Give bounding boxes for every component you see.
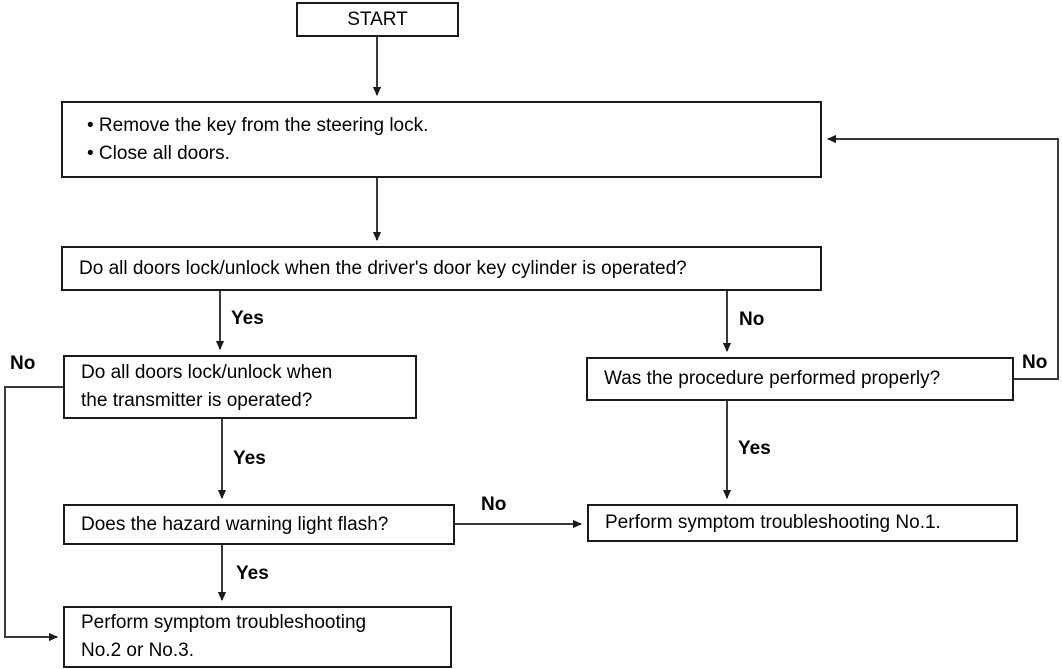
node-result-troubleshooting-no1-label: Perform symptom troubleshooting No.1. — [605, 512, 941, 534]
node-prepare-steps[interactable]: • Remove the key from the steering lock.… — [61, 101, 822, 178]
node-result-troubleshooting-no2-no3-label: Perform symptom troubleshooting No.2 or … — [81, 612, 367, 661]
edge-label-key-cylinder-yes: Yes — [231, 308, 264, 329]
edge-label-transmitter-yes: Yes — [233, 448, 266, 469]
node-question-transmitter[interactable]: Do all doors lock/unlock when the transm… — [63, 355, 417, 419]
connector-procedure-no-loop-to-prepare — [827, 134, 1059, 380]
node-result-troubleshooting-no1[interactable]: Perform symptom troubleshooting No.1. — [587, 504, 1018, 542]
node-question-key-cylinder-label: Do all doors lock/unlock when the driver… — [79, 257, 687, 279]
edge-label-procedure-no: No — [1022, 352, 1048, 373]
connector-transmitter-no-loop-to-result-no23 — [4, 386, 63, 642]
node-question-procedure[interactable]: Was the procedure performed properly? — [586, 357, 1014, 401]
node-result-troubleshooting-no2-no3[interactable]: Perform symptom troubleshooting No.2 or … — [63, 606, 452, 668]
node-start[interactable]: START — [296, 2, 459, 37]
node-start-label: START — [347, 8, 408, 30]
edge-label-hazard-yes: Yes — [236, 563, 269, 584]
node-question-hazard-light[interactable]: Does the hazard warning light flash? — [63, 504, 455, 545]
node-question-transmitter-label: Do all doors lock/unlock when the transm… — [81, 362, 333, 411]
edge-label-key-cylinder-no: No — [739, 309, 765, 330]
edge-label-procedure-yes: Yes — [738, 438, 771, 459]
edge-label-transmitter-no: No — [10, 353, 36, 374]
node-question-key-cylinder[interactable]: Do all doors lock/unlock when the driver… — [61, 246, 822, 291]
node-question-hazard-light-label: Does the hazard warning light flash? — [81, 513, 389, 535]
node-prepare-steps-label: • Remove the key from the steering lock.… — [87, 114, 429, 164]
edge-label-hazard-no: No — [481, 494, 507, 515]
node-question-procedure-label: Was the procedure performed properly? — [604, 368, 941, 390]
